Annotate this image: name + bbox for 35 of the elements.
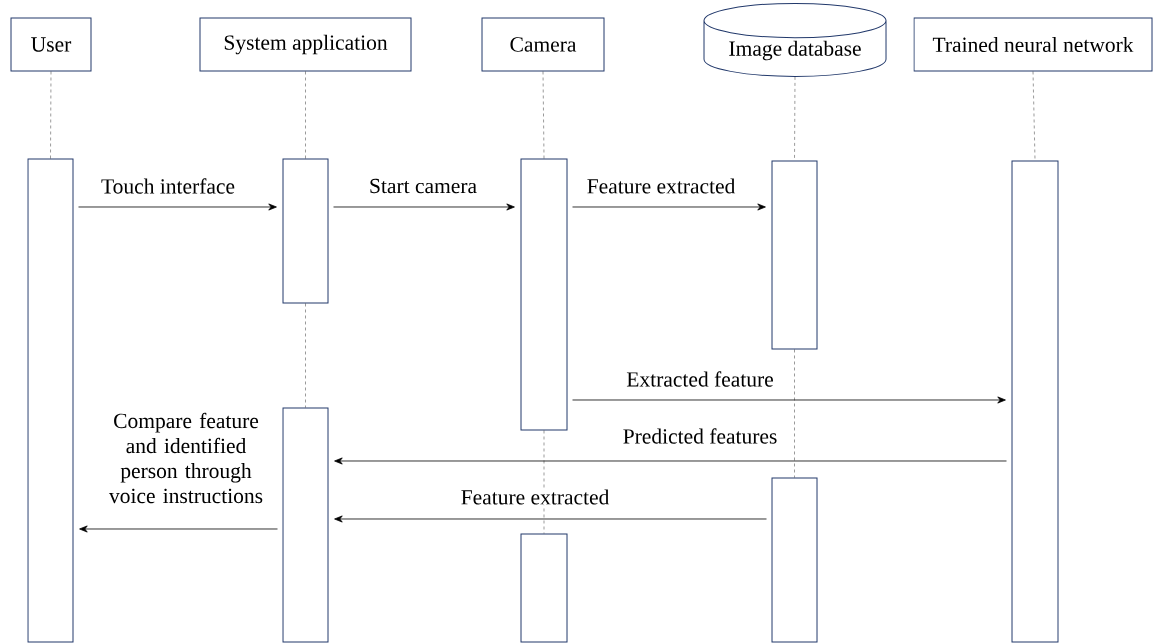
lifeline-header: System application bbox=[199, 17, 412, 72]
activation-bar bbox=[27, 158, 74, 643]
lifeline bbox=[543, 430, 545, 534]
lifeline-header: Camera bbox=[481, 17, 605, 72]
lifeline bbox=[305, 303, 306, 408]
message-arrow bbox=[334, 457, 1007, 465]
edge-label: Extracted feature bbox=[625, 370, 775, 388]
lifeline bbox=[1032, 71, 1036, 161]
lifeline bbox=[794, 349, 795, 478]
edge-label: Feature extracted bbox=[585, 177, 737, 195]
lifeline bbox=[542, 71, 545, 159]
lifeline bbox=[794, 76, 796, 161]
activation-bar bbox=[520, 158, 568, 431]
activation-bar bbox=[520, 533, 568, 643]
lifeline-header: Trained neural network bbox=[913, 17, 1153, 72]
activation-bar bbox=[282, 407, 329, 643]
message-arrow bbox=[572, 396, 1006, 404]
activation-bar bbox=[771, 477, 818, 643]
activation-bar bbox=[1011, 160, 1059, 643]
message-arrow bbox=[79, 525, 278, 533]
lifeline bbox=[50, 71, 52, 159]
edge-label: Start camera bbox=[368, 177, 479, 195]
edge-label: Feature extracted bbox=[459, 488, 611, 506]
activation-bar bbox=[771, 160, 818, 350]
edge-label: Compare feature and identified person through voice instructions bbox=[96, 411, 276, 505]
message-arrow bbox=[78, 203, 277, 211]
message-arrow bbox=[334, 515, 767, 523]
message-arrow bbox=[333, 203, 515, 211]
lifeline-header: User bbox=[10, 17, 92, 72]
database-cylinder: Image database bbox=[703, 2, 887, 77]
edge-label: Touch interface bbox=[100, 177, 236, 195]
edge-label: Predicted features bbox=[621, 427, 779, 445]
message-arrow bbox=[572, 203, 766, 211]
activation-bar bbox=[282, 158, 329, 304]
lifeline bbox=[305, 71, 306, 159]
